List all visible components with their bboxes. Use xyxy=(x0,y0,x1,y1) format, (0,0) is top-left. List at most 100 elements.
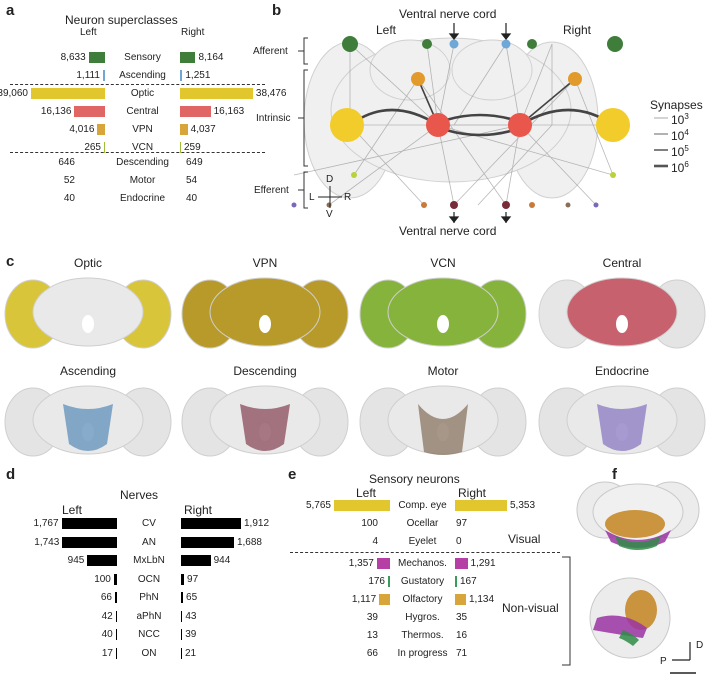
sensory-value-left: 1,357 xyxy=(348,558,374,569)
superclass-name: Descending xyxy=(116,157,169,168)
nerve-value-right: 43 xyxy=(185,610,197,622)
connection-lines xyxy=(293,43,614,206)
nerve-bar-left xyxy=(87,555,117,566)
nerves-right-header: Right xyxy=(184,503,213,517)
sensory-name: Olfactory xyxy=(402,594,443,605)
sensory-bar-right xyxy=(455,500,507,511)
connectivity-diagram xyxy=(291,23,668,223)
orientation-cross xyxy=(318,186,342,208)
group-efferent: Efferent xyxy=(254,185,289,196)
panel-label-b: b xyxy=(272,2,282,19)
nerve-bar-right xyxy=(181,518,241,529)
node-descending-left xyxy=(450,201,458,209)
nerve-value-left: 100 xyxy=(94,573,111,585)
sensory-value-right: 1,291 xyxy=(470,558,496,569)
nerves-left-header: Left xyxy=(62,503,83,517)
sensory-bar-right xyxy=(455,558,468,569)
brain-render-lateral xyxy=(589,577,671,659)
superclass-name: Endocrine xyxy=(119,193,166,204)
fig-f-axis-d: D xyxy=(696,640,704,651)
nerve-value-right: 1,912 xyxy=(244,518,270,529)
axis-v: V xyxy=(326,209,333,220)
superclass-value-left: 4,016 xyxy=(69,124,95,135)
fig-f-axis-p: P xyxy=(660,656,667,667)
synapse-legend-lines xyxy=(654,117,668,168)
sensory-value-left: 1,117 xyxy=(351,594,377,605)
render-title-descending: Descending xyxy=(233,364,297,378)
sensory-value-right: 5,353 xyxy=(509,500,536,511)
legend-entry-3: 105 xyxy=(671,144,689,159)
superclass-value-right: 1,251 xyxy=(185,70,211,81)
node-efferent-1 xyxy=(421,202,427,208)
superclass-name: VPN xyxy=(132,124,153,135)
nerve-name: aPhN xyxy=(136,610,162,622)
nerve-name: MxLbN xyxy=(133,555,165,566)
nonvisual-bracket xyxy=(562,556,571,666)
superclass-right-header: Right xyxy=(181,27,205,38)
brain-render-frontal xyxy=(576,481,700,550)
render-title-motor: Motor xyxy=(427,364,459,378)
nerve-bar-left xyxy=(62,536,117,548)
superclass-value-left: 1,111 xyxy=(76,70,100,81)
nerve-bar-right xyxy=(181,592,184,603)
render-title-vpn: VPN xyxy=(252,256,278,270)
sensory-value-left: 4 xyxy=(372,536,378,547)
panel-label-f: f xyxy=(612,466,617,483)
superclass-value-left: 52 xyxy=(63,175,75,186)
superclass-value-right: 4,037 xyxy=(190,124,216,135)
superclass-value-right: 54 xyxy=(186,175,198,186)
superclass-name: Central xyxy=(126,106,159,117)
nerve-value-right: 97 xyxy=(187,573,199,585)
sensory-value-right: 16 xyxy=(456,630,468,641)
network-left-label: Left xyxy=(376,23,397,37)
node-ascending-left xyxy=(449,39,459,49)
superclass-value-right: 38,476 xyxy=(255,88,287,99)
sensory-name: Gustatory xyxy=(400,576,445,587)
vnc-arrows xyxy=(448,23,512,223)
node-efferent-2 xyxy=(529,202,535,208)
node-sensory-right xyxy=(607,36,623,52)
superclass-value-left: 646 xyxy=(58,157,75,168)
render-title-ascending: Ascending xyxy=(59,364,117,378)
sensory-bar-right xyxy=(455,576,457,587)
nerve-bar-right xyxy=(181,647,182,659)
superclass-value-left: 39,060 xyxy=(0,88,28,99)
nerve-value-left: 40 xyxy=(101,629,113,640)
sensory-title: Sensory neurons xyxy=(369,472,460,486)
node-sensory-right-small xyxy=(527,39,537,49)
sensory-value-left: 13 xyxy=(366,630,378,641)
sensory-value-left: 39 xyxy=(366,612,378,623)
nerve-name: CV xyxy=(142,518,156,529)
superclass-bar-right xyxy=(180,88,253,99)
superclass-title: Neuron superclasses xyxy=(65,13,178,27)
axis-r: R xyxy=(344,192,352,203)
node-vcn-left xyxy=(351,172,357,178)
sensory-name: Eyelet xyxy=(408,536,437,547)
sensory-bar-left xyxy=(388,576,390,587)
sensory-left-header: Left xyxy=(356,486,377,500)
superclass-value-left: 16,136 xyxy=(40,106,72,117)
superclass-bar-left xyxy=(31,88,105,99)
nerve-bar-right xyxy=(181,610,183,622)
superclass-name: VCN xyxy=(131,142,154,153)
sensory-value-right: 71 xyxy=(456,648,468,659)
superclass-bar-left xyxy=(102,70,105,81)
node-vcn-right xyxy=(610,172,616,178)
nerve-bar-left xyxy=(115,610,117,622)
sensory-value-left: 176 xyxy=(368,576,385,587)
superclass-value-left: 265 xyxy=(84,142,101,153)
diagram-nodes xyxy=(291,36,630,209)
node-optic-left xyxy=(330,108,364,142)
sensory-value-right: 0 xyxy=(456,536,462,547)
group-brackets xyxy=(298,37,308,209)
nerve-name: NCC xyxy=(138,629,160,640)
sensory-bar-left xyxy=(334,500,390,511)
vnc-top-label: Ventral nerve cord xyxy=(399,7,497,21)
sensory-bar-left xyxy=(376,558,390,569)
node-optic-right xyxy=(596,108,630,142)
superclass-value-left: 8,633 xyxy=(60,52,86,63)
nerve-value-right: 21 xyxy=(185,647,197,659)
render-title-endocrine: Endocrine xyxy=(594,364,650,378)
sensory-name: Thermos. xyxy=(401,630,444,641)
superclass-name: Motor xyxy=(129,175,156,186)
